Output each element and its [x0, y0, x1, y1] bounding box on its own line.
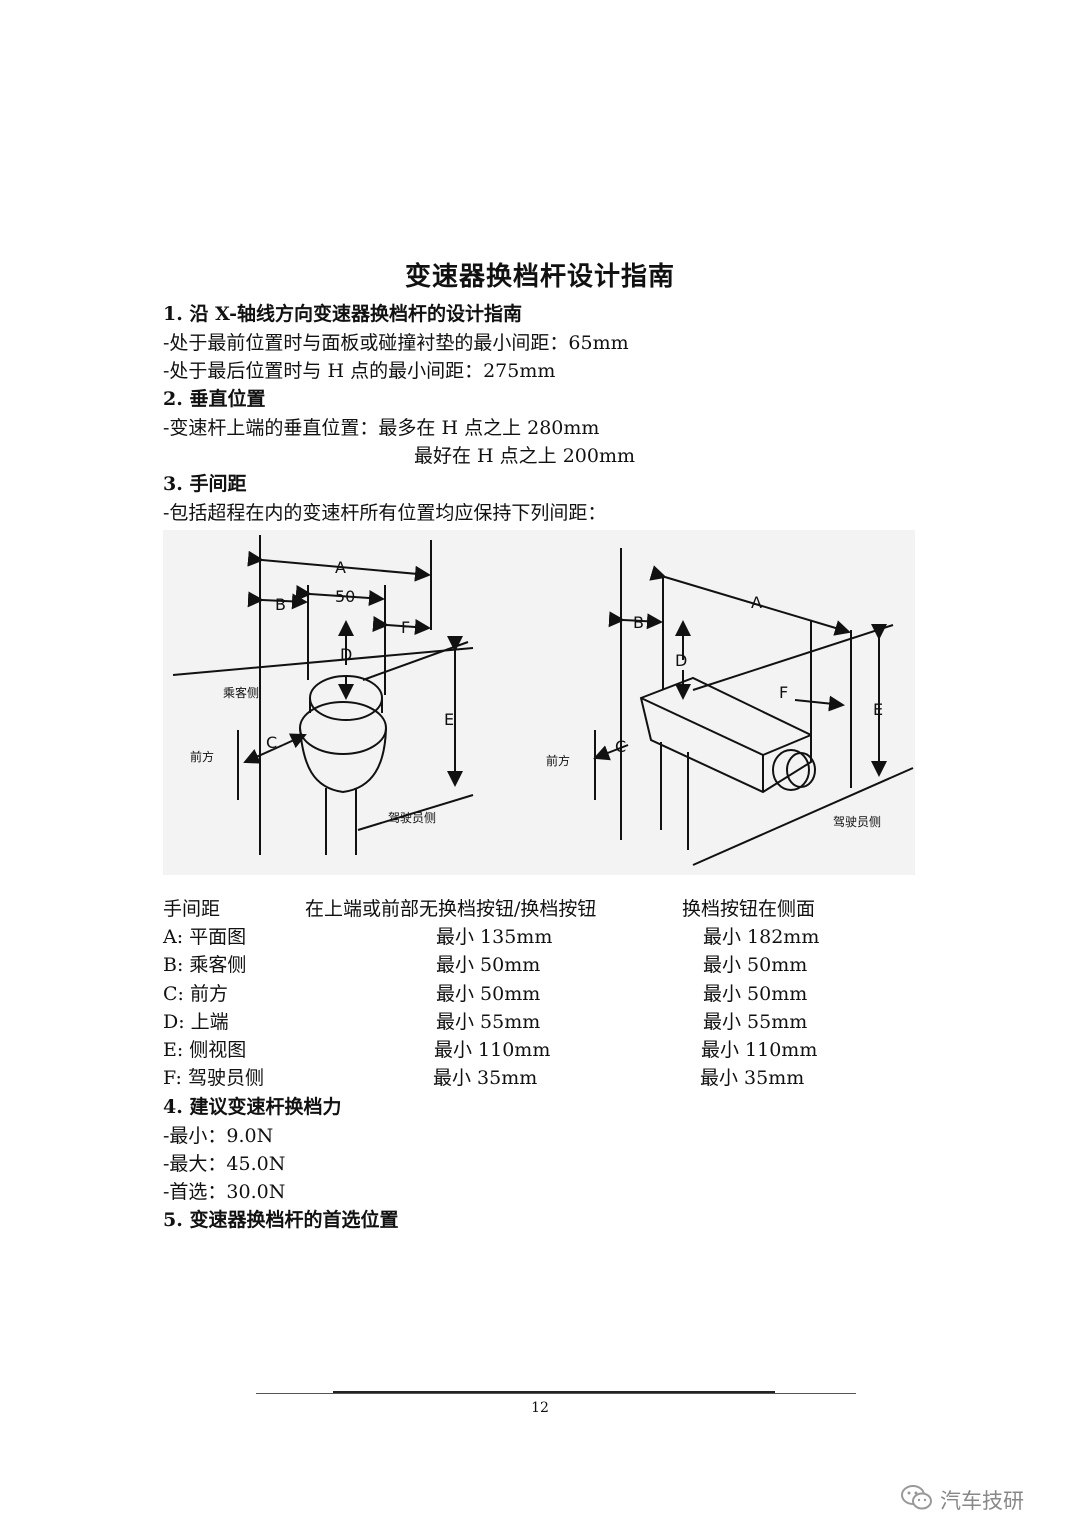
fig-right-label-front: 前方	[546, 753, 570, 768]
table-row-e-col-3: 最小 110mm	[701, 1039, 818, 1061]
fig-right-label-c: C	[615, 737, 626, 756]
section-5-heading: 5. 变速器换档杆的首选位置	[163, 1209, 399, 1231]
table-header-col-3: 换档按钮在侧面	[682, 898, 816, 920]
footer-rule	[256, 1393, 856, 1394]
section-2-line-1: -变速杆上端的垂直位置：最多在 H 点之上 280mm	[163, 417, 600, 439]
section-1-line-1: -处于最前位置时与面板或碰撞衬垫的最小间距：65mm	[163, 332, 629, 354]
fig-right-label-f: F	[779, 683, 788, 702]
right-lever-drawing	[593, 548, 914, 866]
table-row-c-col-2: 最小 50mm	[436, 983, 541, 1005]
table-header-col-2: 在上端或前部无换档按钮/换档按钮	[305, 898, 597, 920]
fig-left-label-a: A	[335, 558, 346, 577]
gear-lever-clearance-figure: A B 50 F D E C A B D F E C 乘客侧 前方 驾驶员侧 前…	[163, 530, 915, 875]
fig-left-label-f: F	[401, 618, 410, 637]
fig-left-label-passenger: 乘客侧	[223, 685, 259, 700]
section-4-max: -最大：45.0N	[163, 1153, 286, 1175]
fig-left-label-front: 前方	[190, 749, 214, 764]
section-2-line-2: 最好在 H 点之上 200mm	[414, 445, 635, 467]
table-row-b-col-2: 最小 50mm	[436, 954, 541, 976]
table-row-f-col-2: 最小 35mm	[433, 1067, 538, 1089]
table-row-a-col-3: 最小 182mm	[703, 926, 820, 948]
fig-right-label-d: D	[675, 651, 687, 670]
table-row-d-col-3: 最小 55mm	[703, 1011, 808, 1033]
footer-rule-thick	[333, 1391, 775, 1393]
table-header-col-1: 手间距	[163, 898, 221, 920]
left-lever-drawing	[172, 535, 474, 855]
table-row-c-col-3: 最小 50mm	[703, 983, 808, 1005]
fig-left-label-b: B	[275, 595, 286, 614]
page-number: 12	[531, 1400, 549, 1416]
section-2-heading: 2. 垂直位置	[163, 388, 266, 410]
section-4-min: -最小：9.0N	[163, 1125, 274, 1147]
table-row-b-col-3: 最小 50mm	[703, 954, 808, 976]
table-row-d-col-2: 最小 55mm	[436, 1011, 541, 1033]
fig-right-label-b: B	[633, 613, 644, 632]
watermark-text: 汽车技研	[940, 1489, 1024, 1513]
section-1-line-2: -处于最后位置时与 H 点的最小间距：275mm	[163, 360, 556, 382]
table-row-e-label: E: 侧视图	[163, 1039, 247, 1061]
table-row-b-label: B: 乘客侧	[163, 954, 247, 976]
table-row-d-label: D: 上端	[163, 1011, 229, 1033]
fig-left-label-c: C	[266, 733, 277, 752]
section-3-heading: 3. 手间距	[163, 473, 247, 495]
section-4-heading: 4. 建议变速杆换档力	[163, 1096, 342, 1118]
fig-left-label-driver: 驾驶员侧	[388, 810, 436, 825]
table-row-a-label: A: 平面图	[163, 926, 247, 948]
table-row-e-col-2: 最小 110mm	[434, 1039, 551, 1061]
fig-left-label-d: D	[340, 645, 352, 664]
table-row-f-col-3: 最小 35mm	[700, 1067, 805, 1089]
fig-right-label-driver: 驾驶员侧	[833, 814, 881, 829]
fig-right-label-e: E	[873, 700, 883, 719]
table-row-a-col-2: 最小 135mm	[436, 926, 553, 948]
section-3-line-1: -包括超程在内的变速杆所有位置均应保持下列间距：	[163, 502, 607, 524]
section-4-preferred: -首选：30.0N	[163, 1181, 286, 1203]
fig-left-label-e: E	[444, 710, 454, 729]
fig-right-label-a: A	[751, 593, 762, 612]
table-row-c-label: C: 前方	[163, 983, 228, 1005]
section-1-heading: 1. 沿 X-轴线方向变速器换档杆的设计指南	[163, 303, 523, 325]
page-title: 变速器换档杆设计指南	[404, 262, 675, 292]
table-row-f-label: F: 驾驶员侧	[163, 1067, 264, 1089]
fig-left-label-50: 50	[335, 587, 355, 606]
watermark: 汽车技研	[900, 1482, 1060, 1516]
wechat-icon	[901, 1485, 932, 1510]
